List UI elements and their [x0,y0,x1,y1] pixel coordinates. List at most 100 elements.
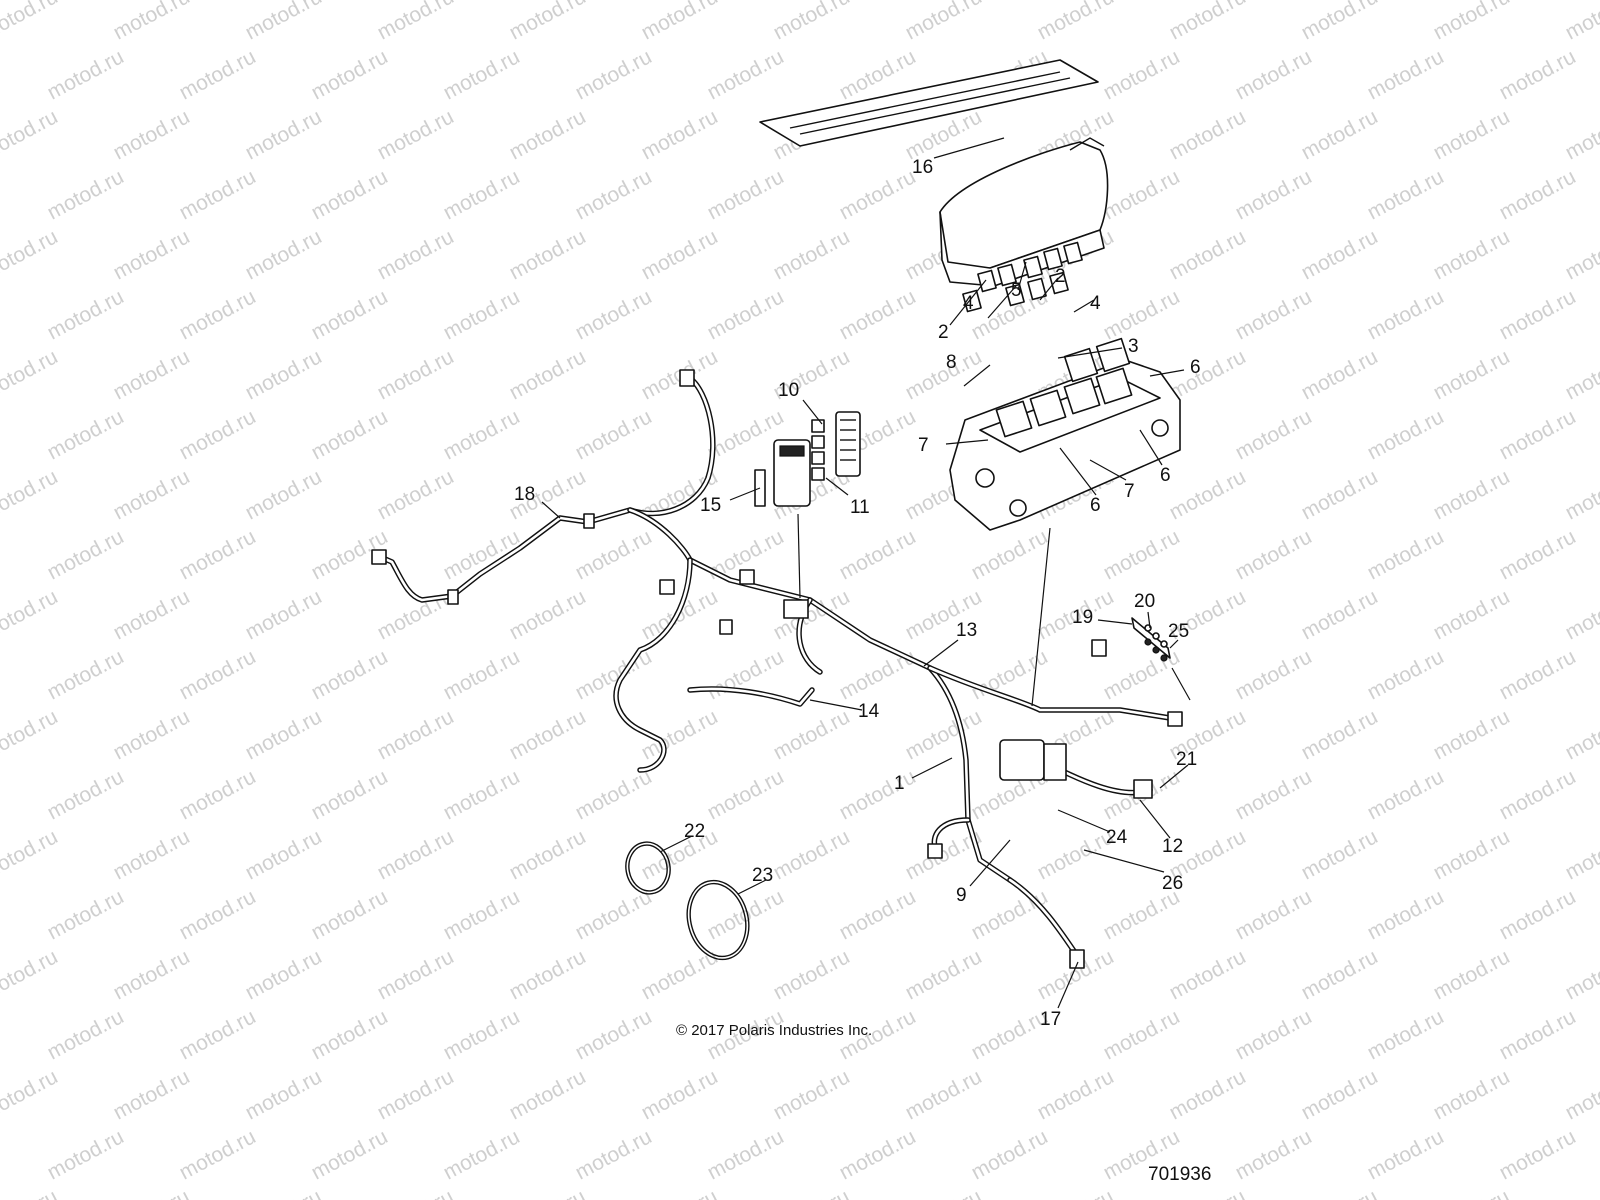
watermark-text: motod.ru [506,225,590,284]
watermark-text: motod.ru [1100,285,1184,344]
watermark-text: motod.ru [374,1185,458,1200]
watermark-text: motod.ru [1166,465,1250,524]
watermark-text: motod.ru [506,0,590,44]
watermark-text: motod.ru [1166,105,1250,164]
watermark-text: motod.ru [1034,0,1118,44]
watermark-text: motod.ru [176,405,260,464]
callout-20: 20 [1134,591,1155,612]
watermark-text: motod.ru [1100,885,1184,944]
watermark-text: motod.ru [506,345,590,404]
watermark-text: motod.ru [1166,1065,1250,1124]
watermark-text: motod.ru [1232,645,1316,704]
watermark-text: motod.ru [968,525,1052,584]
callout-4: 4 [1090,293,1101,314]
watermark-text: motod.ru [374,1065,458,1124]
watermark-text: motod.ru [176,285,260,344]
watermark-text: motod.ru [506,105,590,164]
watermark-text: motod.ru [770,825,854,884]
copyright-notice: © 2017 Polaris Industries Inc. [676,1022,872,1039]
watermark-text: motod.ru [1496,645,1580,704]
watermark-text: motod.ru [0,705,62,764]
callout-1: 1 [894,773,905,794]
watermark-text: motod.ru [1232,285,1316,344]
watermark-text: motod.ru [308,285,392,344]
watermark-text: motod.ru [308,405,392,464]
callout-16: 16 [912,157,933,178]
watermark-text: motod.ru [1562,0,1600,44]
watermark-text: motod.ru [638,945,722,1004]
watermark-text: motod.ru [308,165,392,224]
watermark-text: motod.ru [1496,1125,1580,1184]
watermark-text: motod.ru [44,285,128,344]
watermark-text: motod.ru [242,825,326,884]
watermark-text: motod.ru [0,585,62,644]
watermark-text: motod.ru [1298,225,1382,284]
watermark-text: motod.ru [1430,225,1514,284]
watermark-text: motod.ru [374,105,458,164]
watermark-text: motod.ru [1232,1125,1316,1184]
watermark-text: motod.ru [44,885,128,944]
watermark-text: motod.ru [1166,345,1250,404]
callout-12: 12 [1162,836,1183,857]
watermark-text: motod.ru [242,1065,326,1124]
watermark-text: motod.ru [506,1185,590,1200]
watermark-text: motod.ru [836,1125,920,1184]
watermark-text: motod.ru [836,885,920,944]
watermark-text: motod.ru [110,585,194,644]
watermark-text: motod.ru [638,1065,722,1124]
watermark-text: motod.ru [572,1125,656,1184]
watermark-text: motod.ru [1364,1125,1448,1184]
watermark-text: motod.ru [1496,165,1580,224]
callout-21: 21 [1176,749,1197,770]
callout-8: 8 [946,352,957,373]
callout-26: 26 [1162,873,1183,894]
watermark-text: motod.ru [44,45,128,104]
watermark-text: motod.ru [374,465,458,524]
watermark-text: motod.ru [308,1005,392,1064]
watermark-text: motod.ru [1100,165,1184,224]
watermark-text: motod.ru [176,645,260,704]
watermark-text: motod.ru [176,525,260,584]
watermark-text: motod.ru [308,765,392,824]
callout-23: 23 [752,865,773,886]
watermark-text: motod.ru [572,765,656,824]
watermark-text: motod.ru [242,225,326,284]
watermark-text: motod.ru [44,405,128,464]
connector [679,369,695,387]
callout-10: 10 [778,380,799,401]
watermark-text: motod.ru [1298,585,1382,644]
watermark-text: motod.ru [1232,885,1316,944]
watermark-text: motod.ru [1232,525,1316,584]
watermark-text: motod.ru [242,585,326,644]
callout-25: 25 [1168,621,1189,642]
callout-2: 2 [938,322,949,343]
watermark-text: motod.ru [638,1185,722,1200]
watermark-text: motod.ru [1430,825,1514,884]
watermark-text: motod.ru [374,225,458,284]
watermark-text: motod.ru [1232,765,1316,824]
watermark-text: motod.ru [1298,945,1382,1004]
watermark-text: motod.ru [0,225,62,284]
watermark-text: motod.ru [1100,525,1184,584]
watermark-text: motod.ru [242,465,326,524]
watermark-text: motod.ru [44,165,128,224]
watermark-text: motod.ru [44,645,128,704]
watermark-text: motod.ru [242,345,326,404]
watermark-text: motod.ru [1496,885,1580,944]
watermark-text: motod.ru [440,765,524,824]
watermark-text: motod.ru [968,885,1052,944]
watermark-text: motod.ru [968,1125,1052,1184]
watermark-text: motod.ru [1496,765,1580,824]
watermark-text: motod.ru [1364,645,1448,704]
watermark-text: motod.ru [176,1005,260,1064]
watermark-text: motod.ru [572,285,656,344]
watermark-text: motod.ru [836,285,920,344]
watermark-text: motod.ru [1430,0,1514,44]
watermark-text: motod.ru [1430,945,1514,1004]
watermark-text: motod.ru [242,0,326,44]
watermark-text: motod.ru [1298,0,1382,44]
watermark-text: motod.ru [1034,1185,1118,1200]
watermark-text: motod.ru [1364,405,1448,464]
watermark-text: motod.ru [242,1185,326,1200]
watermark-text: motod.ru [1166,1185,1250,1200]
